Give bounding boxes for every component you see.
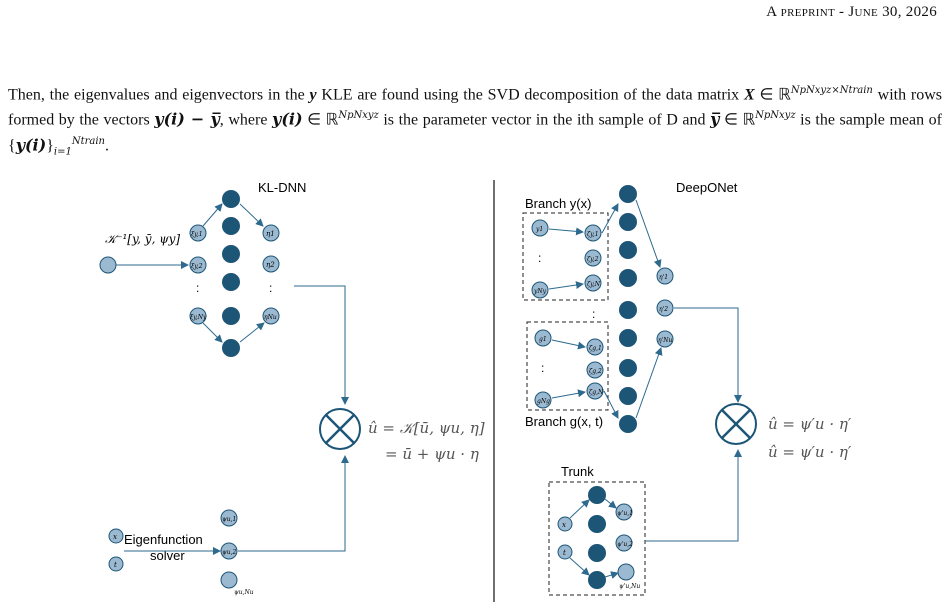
svg-text:η1: η1: [266, 230, 275, 238]
right-equation-line2: û = ψ′u · η′: [768, 443, 852, 461]
svg-text::: :: [541, 361, 544, 375]
svg-text:ψu,Nu: ψu,Nu: [234, 589, 254, 596]
branch-g-box: [526, 321, 609, 411]
eigen-label-line2: solver: [150, 548, 185, 563]
svg-text:gNg: gNg: [537, 398, 550, 405]
branch-y-label: Branch y(x): [525, 196, 591, 211]
svg-text:x: x: [113, 533, 117, 541]
svg-text:η'1: η'1: [659, 274, 668, 281]
deeponet-title: DeepONet: [676, 180, 738, 195]
svg-text:yNy: yNy: [533, 288, 547, 295]
left-product-operator: [319, 408, 361, 450]
svg-text:ζy,2: ζy,2: [587, 256, 599, 263]
svg-text:y1: y1: [535, 226, 543, 233]
network-figure: KL-DNN 𝒦⁻¹[y, ȳ, ψy] ξy,1 ξy,2 : ξy,Ny η…: [99, 180, 852, 602]
running-header: A preprint - June 30, 2026: [766, 4, 937, 20]
branch-y-box: [522, 212, 609, 301]
branch-g-label: Branch g(x, t): [525, 414, 603, 429]
kl-eta-column: η1 η2 : ηNu: [262, 224, 280, 325]
kl-dnn-title: KL-DNN: [258, 180, 306, 195]
svg-text:x: x: [562, 521, 566, 529]
svg-text:η'2: η'2: [659, 306, 668, 313]
svg-text:t: t: [563, 549, 566, 557]
branch-gap-dots: :: [592, 307, 595, 321]
svg-text:ψ'u,1: ψ'u,1: [617, 510, 633, 517]
branch-g-nodes: g1 : gNg ζg,1 ζg,2 ζg,N: [534, 329, 604, 409]
right-equation-line1: û = ψ′u · η′: [768, 415, 852, 433]
svg-text:ζg,N: ζg,N: [589, 389, 604, 396]
deeponet-eta-column: η'1 η'2 η'Nu: [656, 267, 674, 348]
left-equation-line2: = ū + ψu · η: [385, 445, 479, 463]
svg-text:ξy,1: ξy,1: [191, 231, 203, 238]
branch-y-nodes: y1 : yNy ζy,1 ζy,2 ζy,N: [531, 219, 602, 299]
trunk-label: Trunk: [561, 464, 594, 479]
svg-text:ζy,1: ζy,1: [587, 231, 599, 238]
svg-text::: :: [538, 251, 541, 265]
kl-xi-column: ξy,1 ξy,2 : ξy,Ny: [189, 224, 207, 325]
right-product-operator: [715, 403, 757, 445]
trunk-nodes: x t ψ'u,1 ψ'u,2 ψ'u,Nu: [557, 486, 640, 590]
svg-text:ψ'u,Nu: ψ'u,Nu: [619, 583, 640, 590]
svg-text:ζy,N: ζy,N: [587, 281, 601, 288]
left-equation-line1: û = 𝒦[ū, ψu, η]: [368, 419, 485, 437]
svg-text:η'Nu: η'Nu: [658, 337, 672, 344]
svg-text:t: t: [114, 561, 117, 569]
svg-text::: :: [196, 281, 199, 295]
svg-text:ζg,2: ζg,2: [589, 368, 602, 375]
kl-input-node: [99, 256, 117, 274]
body-paragraph: Then, the eigenvalues and eigenvectors i…: [8, 85, 943, 158]
svg-text:ψu,2: ψu,2: [222, 549, 236, 556]
kl-input-label: 𝒦⁻¹[y, ȳ, ψy]: [105, 232, 180, 246]
psi-column: ψu,1 ψu,2 ψu,Nu: [220, 509, 254, 596]
svg-text:ηNu: ηNu: [264, 314, 277, 321]
svg-text:g1: g1: [539, 336, 547, 343]
svg-text:ψu,1: ψu,1: [222, 516, 236, 523]
svg-text:ξy,Ny: ξy,Ny: [190, 314, 207, 321]
eigen-inputs: x t: [108, 528, 124, 572]
svg-text:η2: η2: [266, 261, 275, 269]
kl-hidden-column: [222, 190, 240, 357]
deeponet-hidden-column: [619, 185, 637, 433]
svg-text:ξy,2: ξy,2: [191, 263, 203, 270]
svg-text:ζg,1: ζg,1: [589, 345, 602, 352]
svg-text::: :: [269, 281, 272, 295]
eigen-label-line1: Eigenfunction: [124, 532, 203, 547]
svg-text:ψ'u,2: ψ'u,2: [617, 541, 633, 548]
